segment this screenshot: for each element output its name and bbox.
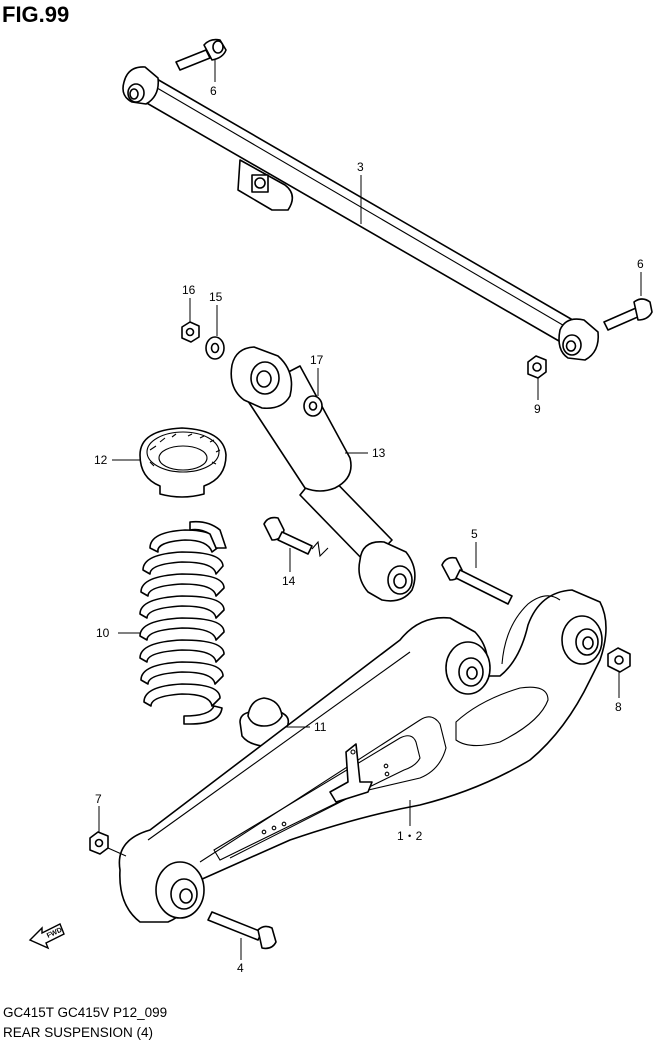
- callout-8: 8: [615, 700, 622, 714]
- bolt-5-part: [441, 556, 513, 605]
- bolt-6-right-part: [603, 298, 653, 331]
- shock-absorber-part: [230, 346, 416, 602]
- figure-title: FIG.99: [2, 2, 70, 27]
- callout-17: 17: [310, 353, 324, 367]
- leader-lines: [98, 59, 642, 960]
- washer-15-part: [205, 336, 225, 360]
- washer-17-part: [303, 395, 323, 417]
- nut-16-part: [181, 321, 200, 343]
- fwd-arrow-icon: FWD: [28, 923, 65, 950]
- callout-9: 9: [534, 402, 541, 416]
- bolt-4-part: [207, 911, 277, 950]
- callout-14: 14: [282, 574, 296, 588]
- callout-5: 5: [471, 527, 478, 541]
- caption-model-code: GC415T GC415V P12_099: [3, 1005, 168, 1020]
- callout-3: 3: [357, 160, 364, 174]
- callout-11: 11: [314, 720, 327, 734]
- callout-13: 13: [372, 446, 386, 460]
- callout-6-right: 6: [637, 257, 644, 271]
- callout-15: 15: [209, 290, 223, 304]
- callout-12: 12: [94, 453, 108, 467]
- lateral-rod-part: [122, 66, 600, 361]
- spring-seat-part: [139, 427, 227, 498]
- caption-section-title: REAR SUSPENSION (4): [3, 1025, 154, 1040]
- callout-10: 10: [96, 626, 110, 640]
- bolt-6-top-part: [175, 38, 227, 71]
- callout-4: 4: [237, 961, 244, 975]
- nut-7-part: [89, 831, 109, 855]
- trailing-arm-part: [118, 589, 607, 923]
- coil-spring-part: [139, 520, 227, 725]
- bolt-14-part: [263, 516, 329, 558]
- callouts: 6 3 6 16 15 17 9 13 12 5 14 10 8 11 7 1・…: [94, 84, 644, 975]
- callout-1-2: 1・2: [397, 829, 423, 843]
- callout-7: 7: [95, 792, 102, 806]
- callout-16: 16: [182, 283, 196, 297]
- callout-6-top: 6: [210, 84, 217, 98]
- nut-8-part: [607, 647, 631, 673]
- nut-9-part: [527, 355, 547, 379]
